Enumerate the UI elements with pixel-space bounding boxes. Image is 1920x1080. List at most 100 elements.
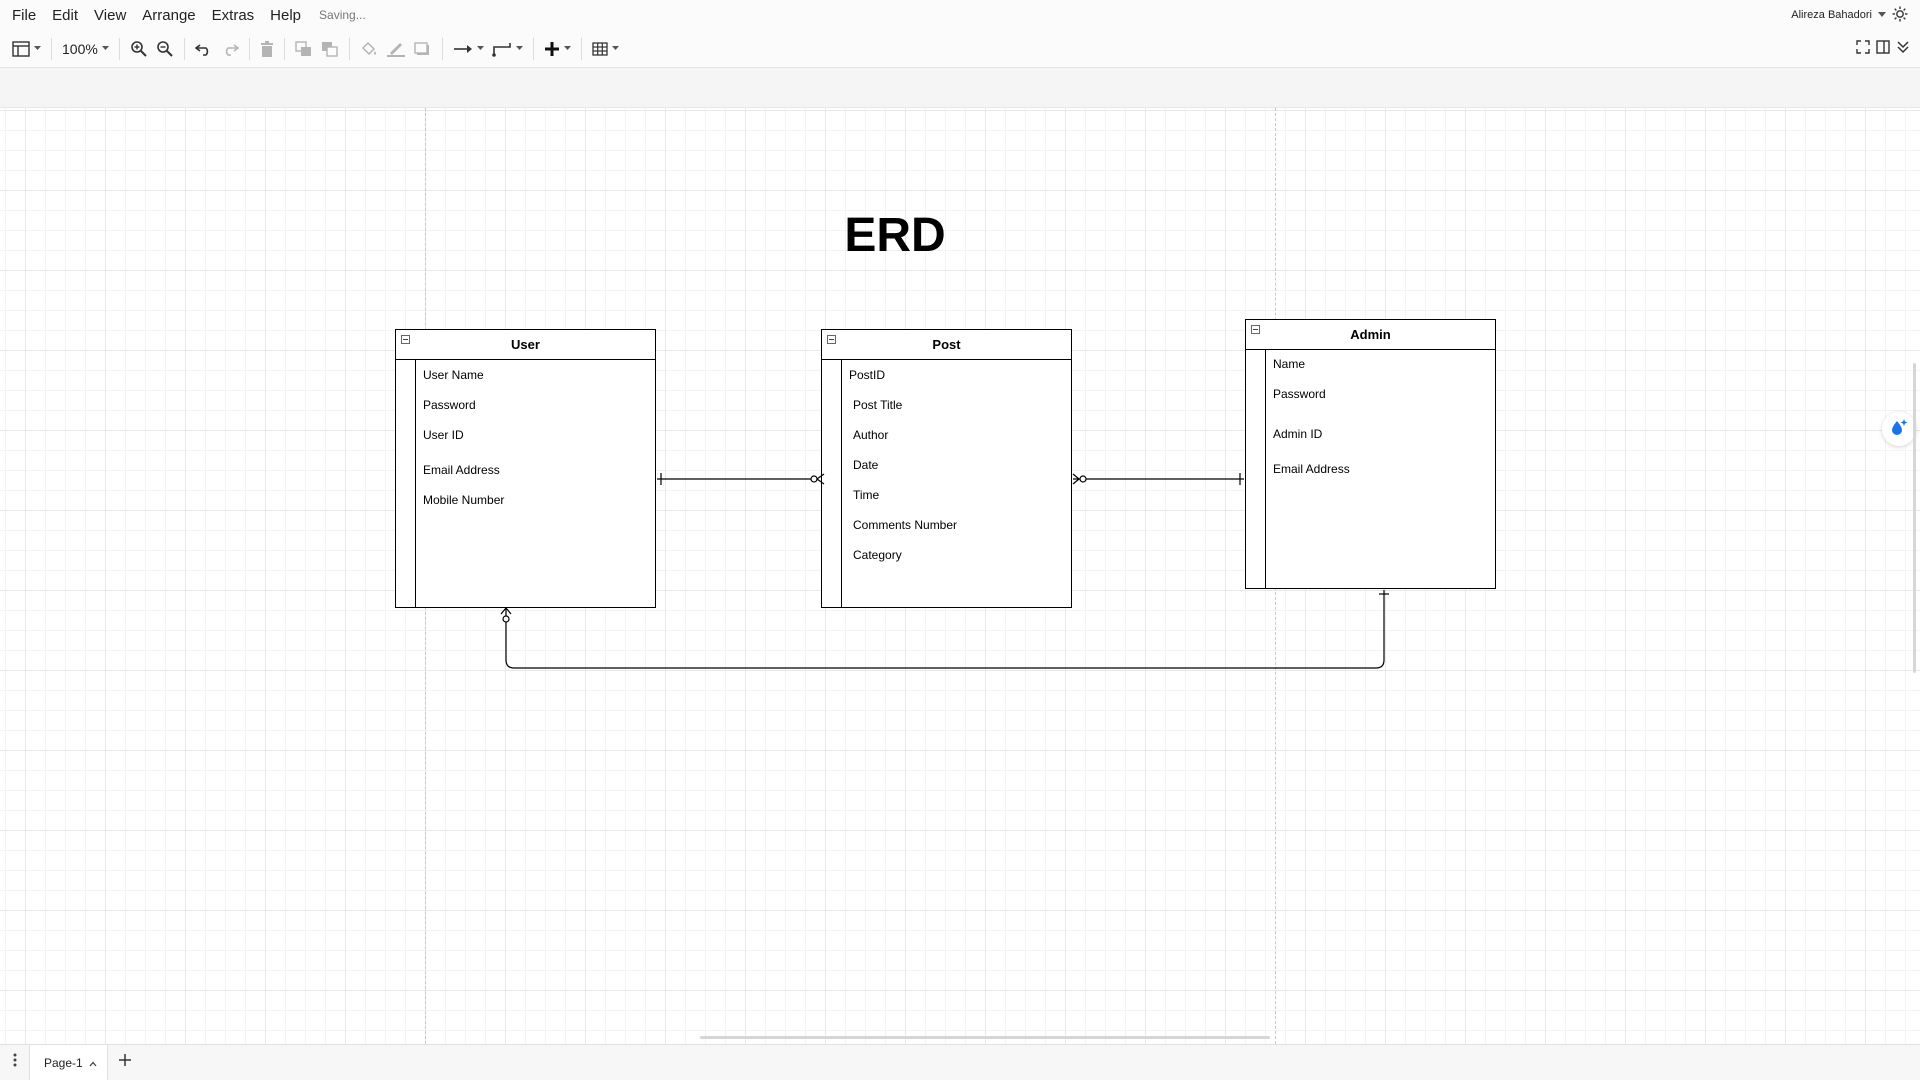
table-button[interactable] <box>592 36 619 62</box>
top-ruler <box>0 68 1920 108</box>
entity-field[interactable]: Comments Number <box>853 518 958 532</box>
entity-field[interactable]: Password <box>423 398 476 412</box>
toolbar-divider <box>532 37 534 60</box>
format-panel-button[interactable] <box>12 36 41 62</box>
diagram-title[interactable]: ERD <box>844 209 946 262</box>
entity-post[interactable]: Post PostID Post Title Author Date Time … <box>821 329 1072 608</box>
entity-field[interactable]: Name <box>1273 357 1306 371</box>
entity-field[interactable]: Category <box>853 548 902 562</box>
menu-edit[interactable]: Edit <box>52 6 79 24</box>
entity-field[interactable]: Post Title <box>853 398 903 412</box>
insert-button[interactable] <box>544 36 571 62</box>
entity-field[interactable]: Time <box>853 488 880 502</box>
format-panel-icon[interactable] <box>1876 39 1890 59</box>
menu-extras[interactable]: Extras <box>211 6 255 24</box>
chevron-down-icon <box>476 46 484 51</box>
entity-post-header[interactable]: Post <box>822 330 1071 360</box>
toolbar: 100% <box>0 30 1920 68</box>
entity-user[interactable]: User User Name Password User ID Email Ad… <box>395 329 656 608</box>
bring-to-front-icon <box>295 40 313 57</box>
redo-icon <box>221 42 239 56</box>
menu-file[interactable]: File <box>12 6 37 24</box>
key-column <box>396 360 416 607</box>
entity-field[interactable]: Password <box>1273 387 1326 401</box>
collapse-icon[interactable] <box>401 335 410 344</box>
user-name[interactable]: Alireza Bahadori <box>1791 9 1872 21</box>
water-drop-sparkle-icon <box>1889 417 1909 442</box>
user-area: Alireza Bahadori <box>1791 0 1908 30</box>
ai-assistant-button[interactable] <box>1882 412 1916 446</box>
add-page-button[interactable] <box>108 1045 142 1080</box>
page-tab[interactable]: Page-1 <box>30 1044 108 1080</box>
entity-admin-body: Name Password Admin ID Email Address <box>1246 350 1495 588</box>
line-color-button[interactable] <box>386 36 406 62</box>
diagram-canvas[interactable]: ERD User User Name Password User ID Emai… <box>0 108 1920 1044</box>
entity-field[interactable]: User ID <box>423 428 464 442</box>
pages-menu-button[interactable] <box>0 1044 30 1080</box>
toolbar-divider <box>580 37 582 60</box>
key-column <box>1246 350 1266 588</box>
redo-button[interactable] <box>221 36 239 62</box>
toolbar-right <box>1856 30 1910 68</box>
fullscreen-icon[interactable] <box>1856 39 1870 59</box>
entity-field[interactable]: User Name <box>423 368 484 382</box>
entity-field[interactable]: Mobile Number <box>423 493 505 507</box>
collapse-icon[interactable] <box>1251 325 1260 334</box>
entity-field[interactable]: Author <box>853 428 889 442</box>
toolbar-divider <box>183 37 185 60</box>
entity-field[interactable]: Email Address <box>1273 462 1350 476</box>
chevron-down-icon[interactable] <box>1878 9 1886 21</box>
chevron-up-icon[interactable] <box>89 1056 97 1070</box>
menu-help[interactable]: Help <box>270 6 302 24</box>
paint-bucket-icon <box>360 41 378 57</box>
entity-post-body: PostID Post Title Author Date Time Comme… <box>822 360 1071 607</box>
pencil-icon <box>386 41 406 57</box>
page-tab-label: Page-1 <box>44 1055 83 1070</box>
toolbar-divider <box>283 37 285 60</box>
chevron-down-icon <box>611 46 619 51</box>
zoom-out-button[interactable] <box>156 36 174 62</box>
zoom-out-icon <box>156 40 174 58</box>
collapse-toolbar-icon[interactable] <box>1896 40 1910 59</box>
toolbar-divider <box>441 37 443 60</box>
vertical-scrollbar[interactable] <box>1913 363 1916 673</box>
entity-user-header[interactable]: User <box>396 330 655 360</box>
collapse-icon[interactable] <box>827 335 836 344</box>
waypoints-button[interactable] <box>492 36 523 62</box>
shadow-button[interactable] <box>414 36 432 62</box>
fill-color-button[interactable] <box>360 36 378 62</box>
chevron-down-icon <box>101 46 109 51</box>
connection-style-button[interactable] <box>453 36 484 62</box>
entity-admin[interactable]: Admin Name Password Admin ID Email Addre… <box>1245 319 1496 589</box>
menu-arrange[interactable]: Arrange <box>142 6 196 24</box>
relationship-user-post[interactable] <box>657 473 825 485</box>
menu-view[interactable]: View <box>94 6 127 24</box>
toolbar-divider <box>348 37 350 60</box>
undo-button[interactable] <box>194 36 213 62</box>
zoom-in-button[interactable] <box>130 36 148 62</box>
table-icon <box>592 41 608 56</box>
waypoint-icon <box>492 41 512 57</box>
zoom-in-icon <box>130 40 148 58</box>
kebab-menu-icon <box>13 1053 17 1072</box>
send-to-back-icon <box>321 41 339 57</box>
key-column <box>822 360 842 607</box>
plus-icon <box>544 41 560 57</box>
entity-field[interactable]: Email Address <box>423 463 500 477</box>
entity-field[interactable]: Date <box>853 458 879 472</box>
toolbar-divider <box>248 37 250 60</box>
arrow-right-icon <box>453 44 473 54</box>
entity-field[interactable]: PostID <box>849 368 886 382</box>
entity-admin-header[interactable]: Admin <box>1246 320 1495 350</box>
delete-button[interactable] <box>260 36 274 62</box>
zoom-select[interactable]: 100% <box>62 36 109 62</box>
entity-post-title: Post <box>932 337 961 352</box>
entity-field[interactable]: Admin ID <box>1273 427 1323 441</box>
to-front-button[interactable] <box>295 36 313 62</box>
relationship-post-admin[interactable] <box>1072 473 1244 485</box>
menubar: File Edit View Arrange Extras Help Savin… <box>0 0 1920 30</box>
to-back-button[interactable] <box>321 36 339 62</box>
sun-icon[interactable] <box>1892 6 1908 25</box>
horizontal-scrollbar[interactable] <box>700 1036 1270 1039</box>
